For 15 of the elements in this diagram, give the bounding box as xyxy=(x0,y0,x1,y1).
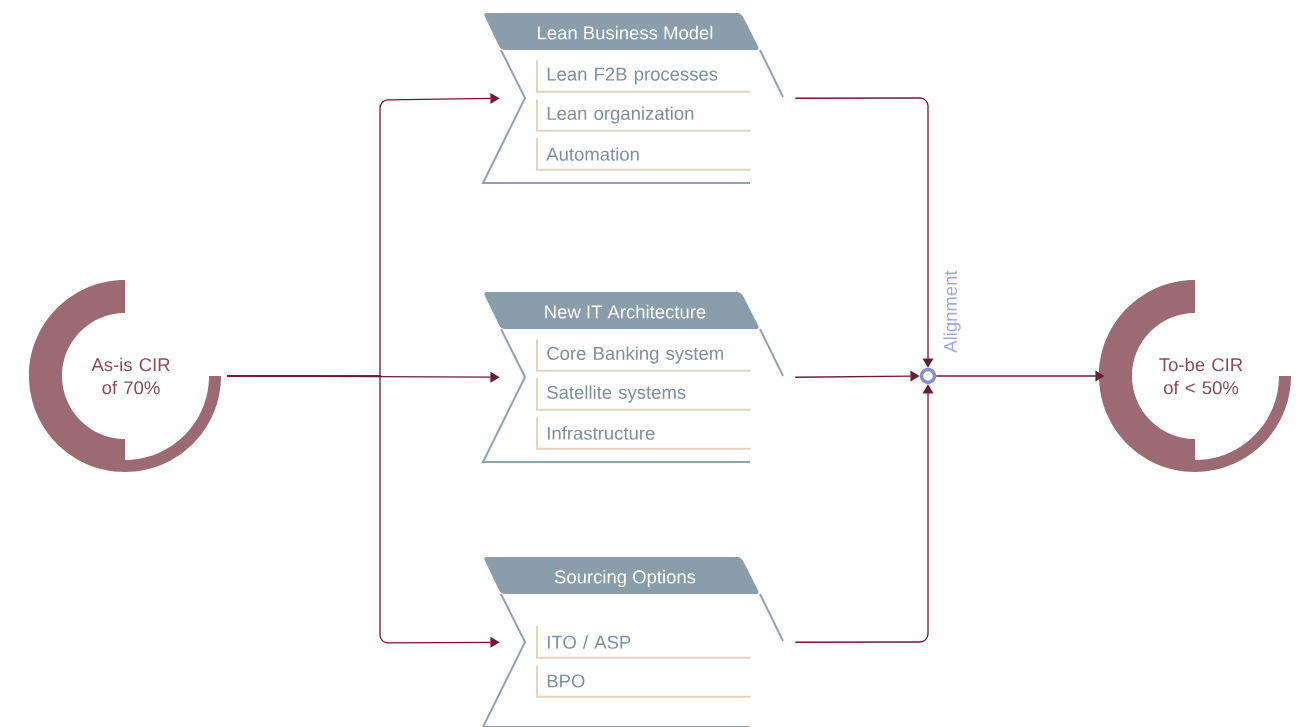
list-item: Infrastructure xyxy=(536,416,752,450)
list-item: Satellite systems xyxy=(536,377,752,411)
side-label: Alignment xyxy=(943,270,961,353)
arrow xyxy=(226,375,500,648)
list-item: Core Banking system xyxy=(536,338,752,372)
list-item: Automation xyxy=(536,137,752,171)
arrow xyxy=(794,384,934,643)
list-item: ITO / ASP xyxy=(536,625,752,659)
ring-chart: To-be CIR of < 50% xyxy=(1099,280,1291,472)
arrow xyxy=(794,97,934,368)
arrow xyxy=(794,370,920,382)
list-item: Lean organization xyxy=(536,98,752,132)
list-item: BPO xyxy=(536,664,752,698)
list-item: Lean F2B processes xyxy=(536,59,752,93)
ring-chart: As-is CIR of 70% xyxy=(29,280,221,472)
